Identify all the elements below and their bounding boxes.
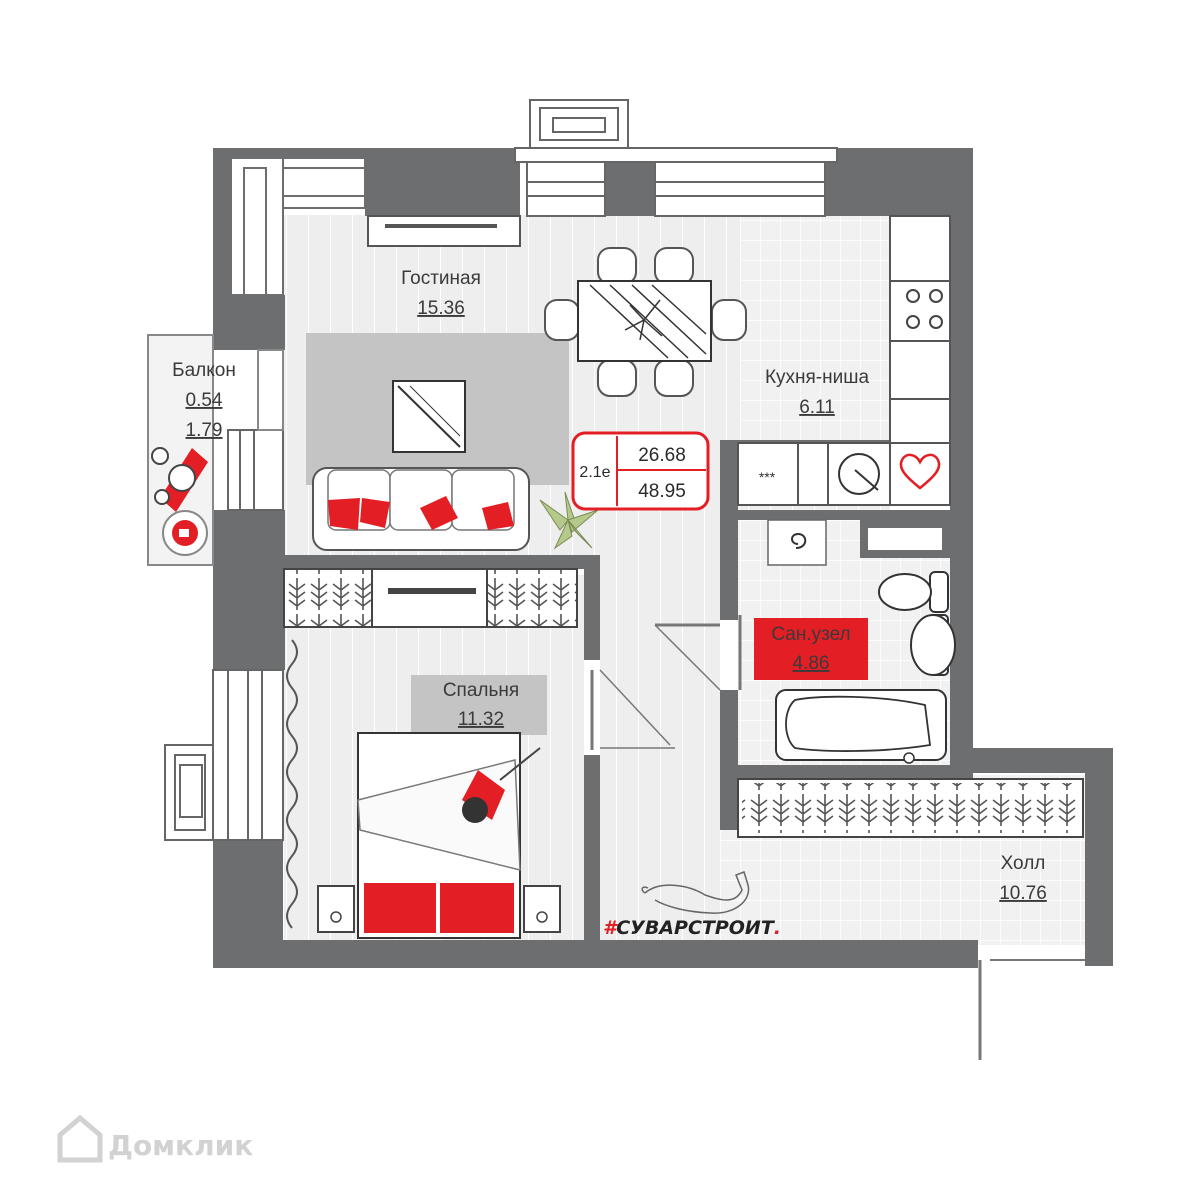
area-badge: 2.1е 26.68 48.95 [571,431,710,511]
toilet-icon [878,571,949,613]
brand-logo: #СУВАРСТРОИТ. [603,917,781,939]
bed [317,732,561,939]
kitchen-units [737,215,951,506]
bathroom-fixtures [754,519,956,764]
bedroom-rug [411,675,547,735]
kitchen-unit-label: *** [759,469,776,485]
apartment-code: 2.1е [579,464,610,481]
balcony-area-2: 1.79 [186,420,223,441]
curtain [286,639,298,929]
cooktop-icon [906,289,943,329]
sink-icon [910,614,956,676]
bathtub-icon [775,689,947,764]
heart-icon [899,453,941,490]
kitchen-name: Кухня-ниша [765,367,870,388]
tv-unit [367,215,521,247]
hall-area: 10.76 [999,883,1047,904]
house-icon [57,1114,103,1163]
hall-name: Холл [1001,853,1046,874]
walls [213,148,1113,968]
plant-icon [539,491,599,550]
total-area-value: 48.95 [638,481,686,502]
sofa [312,467,530,551]
bedroom-wardrobe [283,568,578,628]
living-rug [306,333,569,485]
balcony-name: Балкон [172,360,236,381]
cat-icon [641,871,750,914]
bathroom-area: 4.86 [793,653,830,674]
living-room-area: 15.36 [417,298,465,319]
living-room-name: Гостиная [401,268,481,289]
living-area-value: 26.68 [638,445,686,466]
kitchen-area: 6.11 [799,397,835,418]
bathroom-name: Сан.узел [771,624,850,645]
wall-cavities [230,157,942,550]
bedroom-area: 11.32 [458,709,504,730]
person-icon [462,747,541,823]
hall-wardrobe [737,778,1084,838]
washer-icon [838,453,880,495]
balcony [147,334,284,566]
watermark-text: Домклик [108,1129,253,1162]
balcony-area-1: 0.54 [186,390,223,411]
bedroom-name: Спальня [443,680,519,701]
doors [590,615,1085,1060]
coffee-table-icon [162,510,208,556]
watermark: Домклик [57,1114,253,1163]
windows [164,99,838,841]
balcony-chair [151,447,208,512]
dining-table [544,247,747,397]
